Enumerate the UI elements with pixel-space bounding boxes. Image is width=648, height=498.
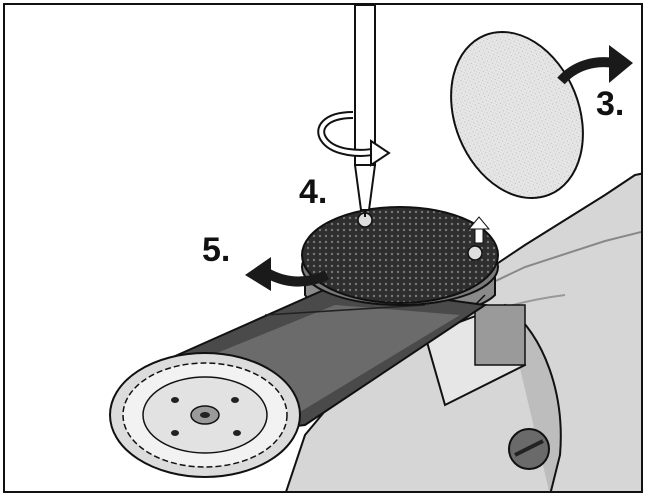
housing-screw: [508, 428, 550, 470]
up-arrow-icon: [467, 216, 491, 244]
tool-body: [285, 172, 641, 491]
right-arrow-icon: [557, 45, 633, 85]
step-label-4: 4.: [299, 173, 328, 211]
sanding-pad: [301, 206, 499, 306]
step-label-3: 3.: [596, 85, 625, 123]
step-label-5: 5.: [202, 231, 231, 269]
left-arrow-icon: [245, 257, 330, 291]
diagram-frame: 3. 4. 5.: [3, 3, 643, 493]
pad-screw-right: [467, 245, 483, 261]
saw-blade: [109, 352, 301, 478]
screwdriver-icon: [353, 5, 377, 217]
assembly-illustration: [109, 5, 641, 491]
rotate-arrow-icon: [317, 111, 391, 167]
felt-disc: [450, 30, 584, 200]
